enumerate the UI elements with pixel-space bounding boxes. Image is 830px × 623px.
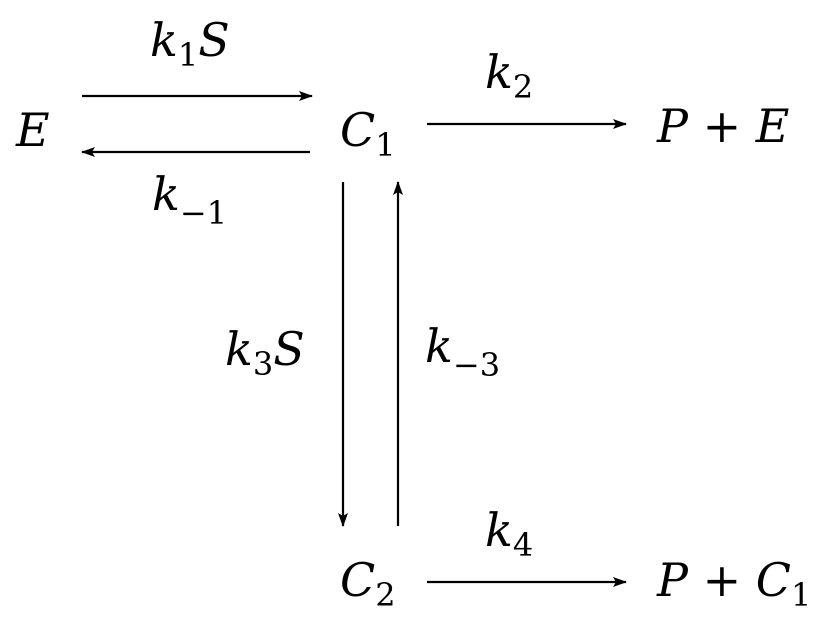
rate-k3S: k3S xyxy=(225,322,305,383)
node-E: E xyxy=(15,103,50,157)
node-C2: C2 xyxy=(340,553,396,614)
rate-k1S: k1S xyxy=(150,13,230,74)
node-P-plus-C1: P + C1 xyxy=(656,553,811,614)
node-C1: C1 xyxy=(340,103,396,164)
rate-k2: k2 xyxy=(485,45,533,106)
rate-k-minus-1: k−1 xyxy=(152,167,227,232)
rate-k4: k4 xyxy=(485,503,533,564)
rate-k-minus-3: k−3 xyxy=(425,319,500,384)
node-P-plus-E: P + E xyxy=(656,99,789,153)
